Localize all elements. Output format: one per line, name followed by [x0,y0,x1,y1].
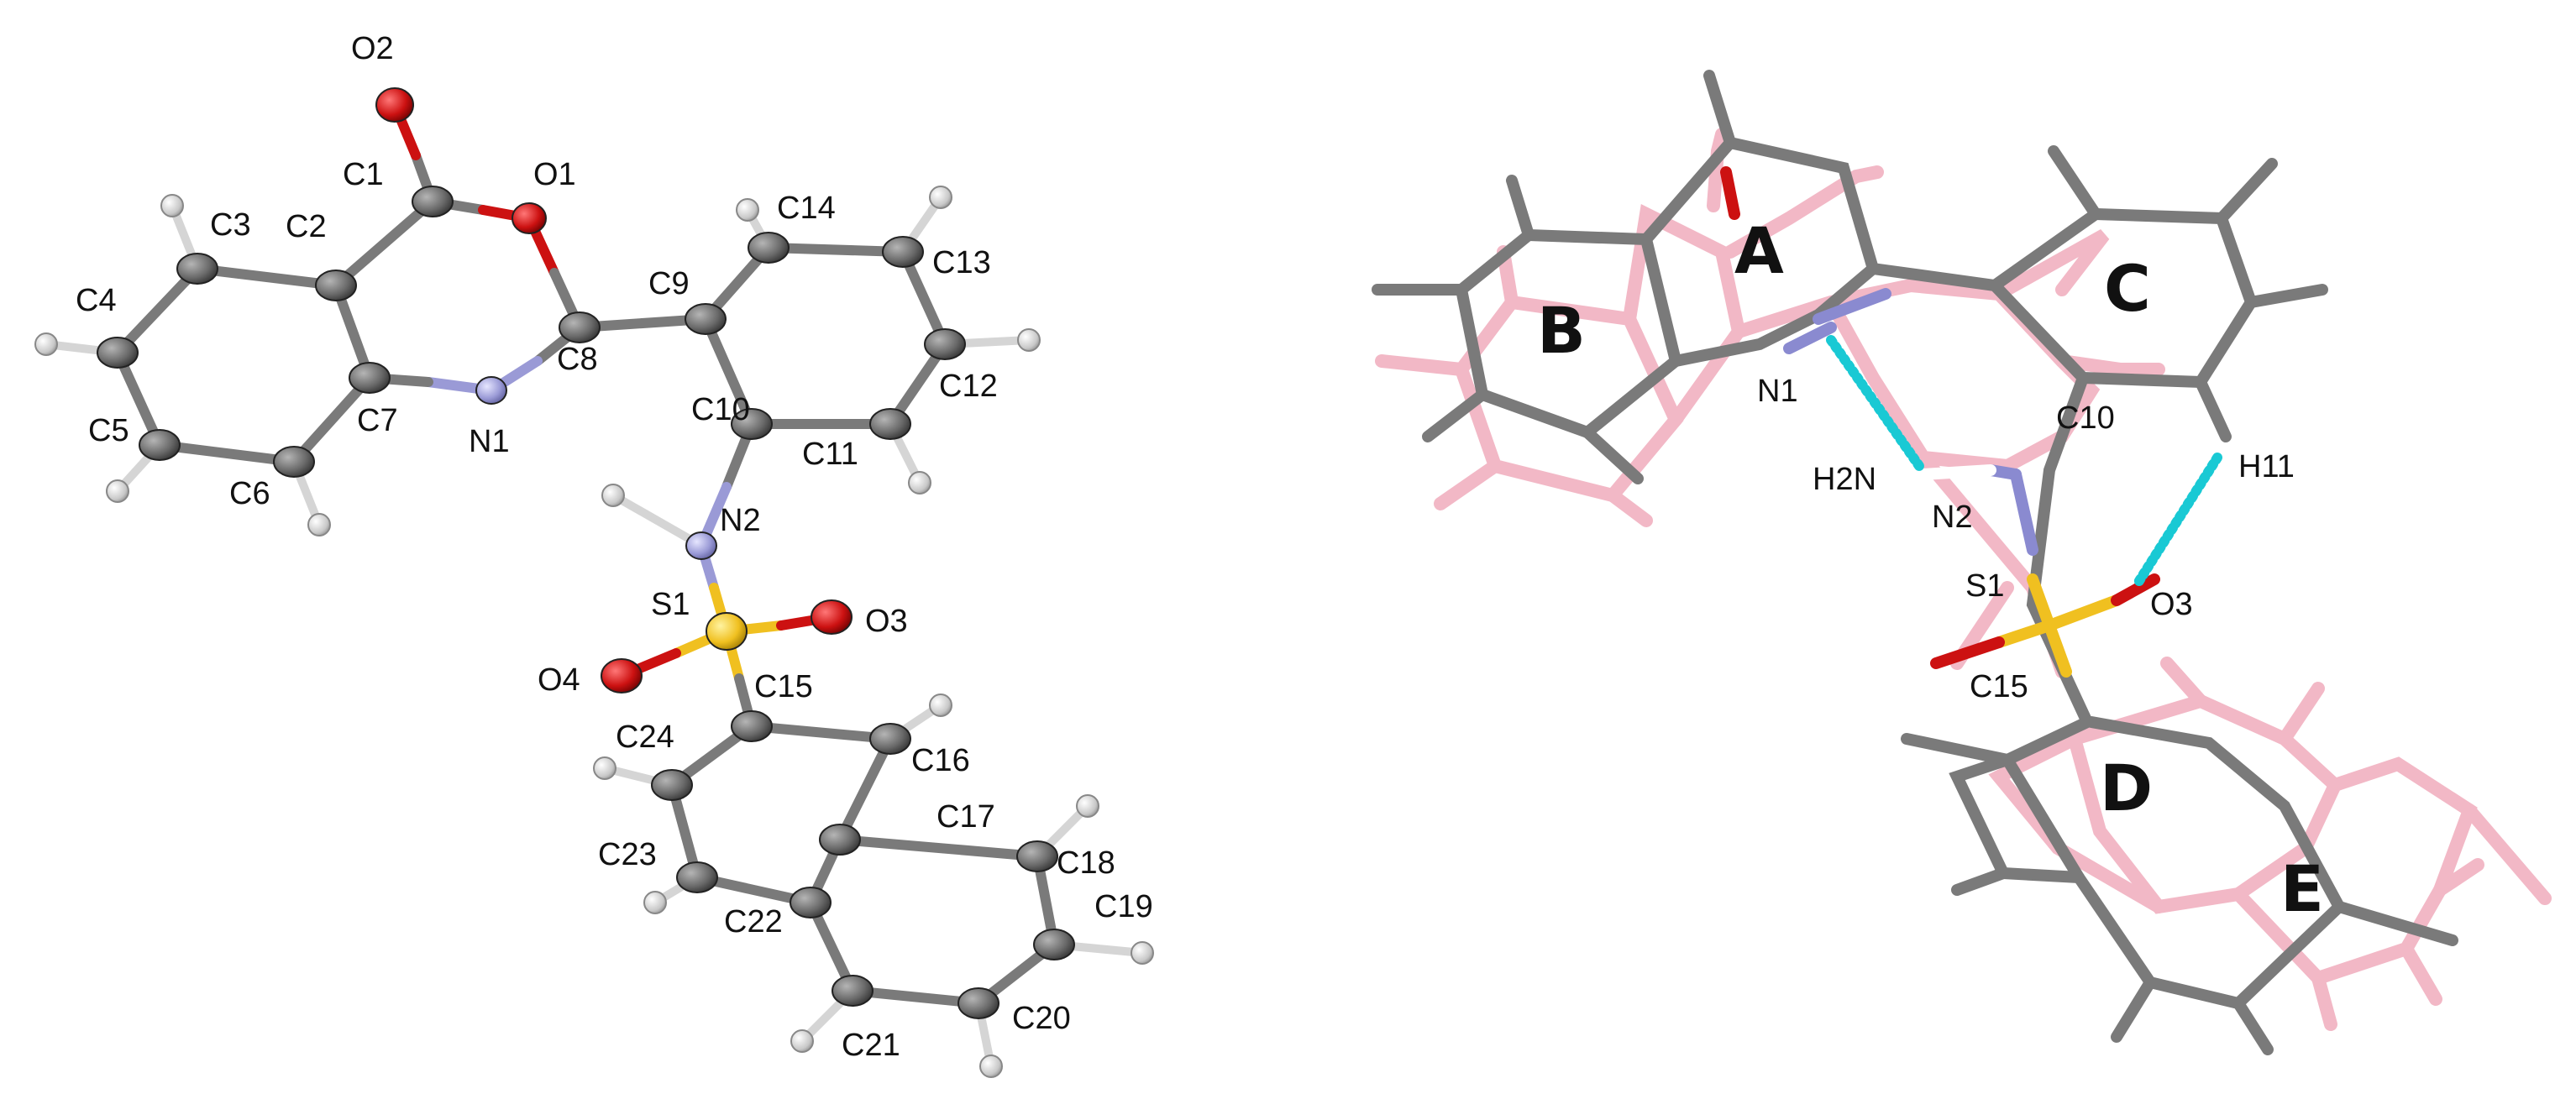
overlay-ring-labels: A B C D E [1537,213,2324,926]
label-O4: O4 [538,662,580,698]
label-C2: C2 [286,209,327,244]
label-C23: C23 [598,837,657,872]
label-C9: C9 [648,266,690,301]
overlay-label-N1: N1 [1757,374,1798,409]
label-C3: C3 [210,207,251,243]
carbon-atoms [97,186,1075,1019]
ring-label-E: E [2280,851,2324,926]
overlay-label-C15: C15 [1970,669,2028,704]
label-C6: C6 [229,476,270,511]
hydrogen-atoms [34,186,1154,1078]
label-N1: N1 [469,424,510,459]
nitrogen-atoms [475,376,717,560]
label-C4: C4 [76,283,117,318]
ortep-atoms [34,87,1154,1078]
overlay-label-C10: C10 [2056,400,2115,436]
oxygen-atoms [375,87,853,693]
overlay-label-H11: H11 [2238,449,2295,484]
label-C20: C20 [1012,1001,1071,1036]
overlay-label-H2N: H2N [1813,462,1876,497]
label-O1: O1 [533,157,576,192]
label-C19: C19 [1094,889,1153,924]
overlay-hetero-sticks [1720,166,2160,678]
overlay-panel: A B C D E N1 H2N N2 C10 H11 S1 O3 C15 [1372,70,2552,1055]
label-C21: C21 [842,1028,900,1063]
overlay-label-N2: N2 [1932,500,1973,535]
ring-label-B: B [1537,293,1586,368]
overlay-label-O3: O3 [2150,587,2193,622]
overlay-atom-labels: N1 H2N N2 C10 H11 S1 O3 C15 [1757,374,2295,704]
label-C24: C24 [616,720,674,755]
label-C8: C8 [557,342,598,377]
label-O3: O3 [865,604,908,639]
label-C14: C14 [777,191,836,226]
label-C17: C17 [936,799,995,835]
label-N2: N2 [720,503,761,538]
label-C10: C10 [691,392,750,427]
label-S1: S1 [651,587,690,622]
ring-label-A: A [1734,213,1784,288]
ring-label-C: C [2104,251,2151,326]
label-C7: C7 [357,403,398,438]
ring-label-D: D [2100,751,2153,825]
overlay-label-S1: S1 [1965,568,2004,604]
label-C12: C12 [939,369,998,404]
label-C13: C13 [932,245,991,280]
ortep-panel: O2 C1 O1 C2 C3 C4 C5 C6 C7 N1 C8 C9 C10 … [34,31,1154,1078]
ortep-atom-labels: O2 C1 O1 C2 C3 C4 C5 C6 C7 N1 C8 C9 C10 … [76,31,1153,1063]
label-C22: C22 [724,904,783,939]
label-O2: O2 [351,31,394,66]
hydrogen-bond-dashes [1826,335,2222,589]
label-C1: C1 [343,157,384,192]
sulfur-atoms [706,612,748,651]
label-C15: C15 [754,669,813,704]
label-C18: C18 [1057,845,1115,881]
label-C16: C16 [911,743,970,778]
label-C11: C11 [802,437,858,472]
label-C5: C5 [88,413,129,448]
